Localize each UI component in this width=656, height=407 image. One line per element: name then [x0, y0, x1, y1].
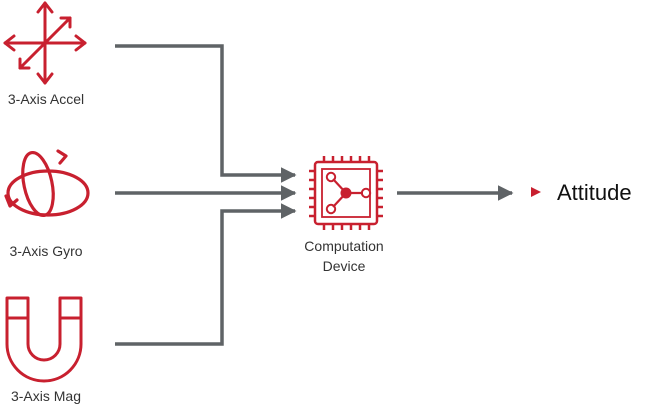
output-label: Attitude — [557, 180, 632, 205]
connectors — [115, 44, 514, 346]
accelerometer-icon — [3, 1, 87, 85]
mag-label: 3-Axis Mag — [11, 388, 81, 404]
accel-connector — [115, 44, 297, 183]
accel-label: 3-Axis Accel — [8, 91, 84, 107]
device-label-line2: Device — [323, 258, 366, 274]
gyro-label: 3-Axis Gyro — [9, 243, 82, 259]
triangle-bullet-icon — [531, 187, 541, 197]
magnet-icon — [5, 296, 83, 383]
chip-icon — [309, 156, 383, 230]
gyroscope-icon — [4, 149, 90, 218]
device-label-line1: Computation — [304, 238, 383, 254]
mag-connector — [115, 203, 297, 346]
